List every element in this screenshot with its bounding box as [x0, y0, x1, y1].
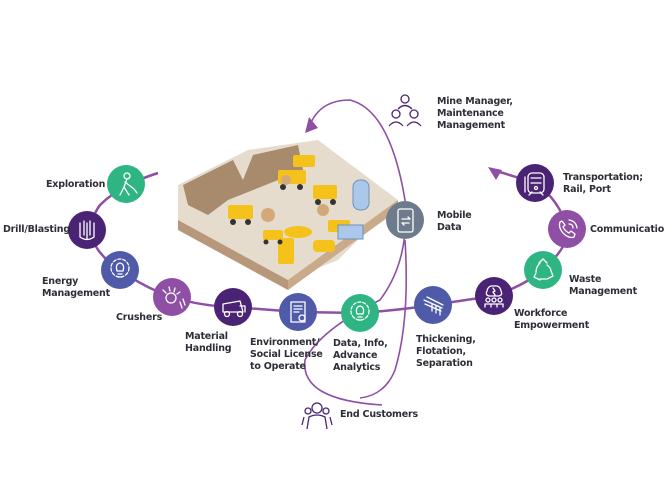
label-energy: Energy Management: [42, 276, 110, 299]
mobile-down-path: [359, 239, 408, 399]
node-environment: [279, 293, 317, 331]
node-drill: [68, 211, 106, 249]
node-data: [341, 294, 379, 332]
label-material: Material Handling: [185, 331, 232, 354]
mobile-sync-icon: [397, 208, 414, 233]
node-waste: [524, 251, 562, 289]
worker-shovel-icon: [119, 172, 138, 196]
separation-icon: [423, 296, 444, 316]
label-data: Data, Info, Advance Analytics: [333, 338, 388, 373]
customers-group-icon: [301, 402, 333, 430]
label-transportation: Transportation; Rail, Port: [563, 172, 643, 195]
label-communication: Communication: [590, 224, 664, 235]
node-transportation: [516, 164, 554, 202]
node-communication: [548, 210, 586, 248]
node-mobile: [386, 201, 424, 239]
train-icon: [524, 172, 545, 196]
node-workforce: [475, 277, 513, 315]
certificate-icon: [290, 301, 306, 323]
label-workforce: Workforce Empowerment: [514, 308, 590, 331]
label-thickening: Thickening, Flotation, Separation: [416, 334, 476, 369]
left-arrowhead: [305, 117, 318, 133]
node-energy: [101, 251, 139, 289]
dump-truck-icon: [222, 300, 246, 318]
node-thickening: [414, 286, 452, 324]
right-arrowhead: [488, 167, 502, 180]
recycle-icon: [533, 258, 554, 281]
lightbulb-gear-icon: [350, 301, 370, 321]
end-customers-label: End Customers: [340, 409, 418, 420]
node-crushers: [153, 278, 191, 316]
team-brain-icon: [484, 285, 504, 308]
label-drill: Drill/Blasting: [3, 224, 70, 235]
managers-group-icon: [388, 94, 422, 127]
mine-site-illustration: [178, 140, 398, 290]
mine-manager-label: Mine Manager, Maintenance Management: [437, 96, 513, 131]
label-waste: Waste Management: [569, 274, 637, 297]
label-environment: Environment/ Social License to Operate: [250, 337, 323, 372]
phone-icon: [558, 219, 578, 239]
label-mobile: Mobile Data: [437, 210, 472, 233]
customer-loop-path: [304, 99, 407, 406]
label-exploration: Exploration: [46, 179, 106, 190]
crusher-icon: [162, 286, 186, 309]
node-material: [214, 288, 252, 326]
label-crushers: Crushers: [116, 312, 163, 323]
drill-icon: [79, 220, 95, 241]
node-exploration: [107, 165, 145, 203]
lightbulb-gear-icon: [110, 258, 130, 278]
